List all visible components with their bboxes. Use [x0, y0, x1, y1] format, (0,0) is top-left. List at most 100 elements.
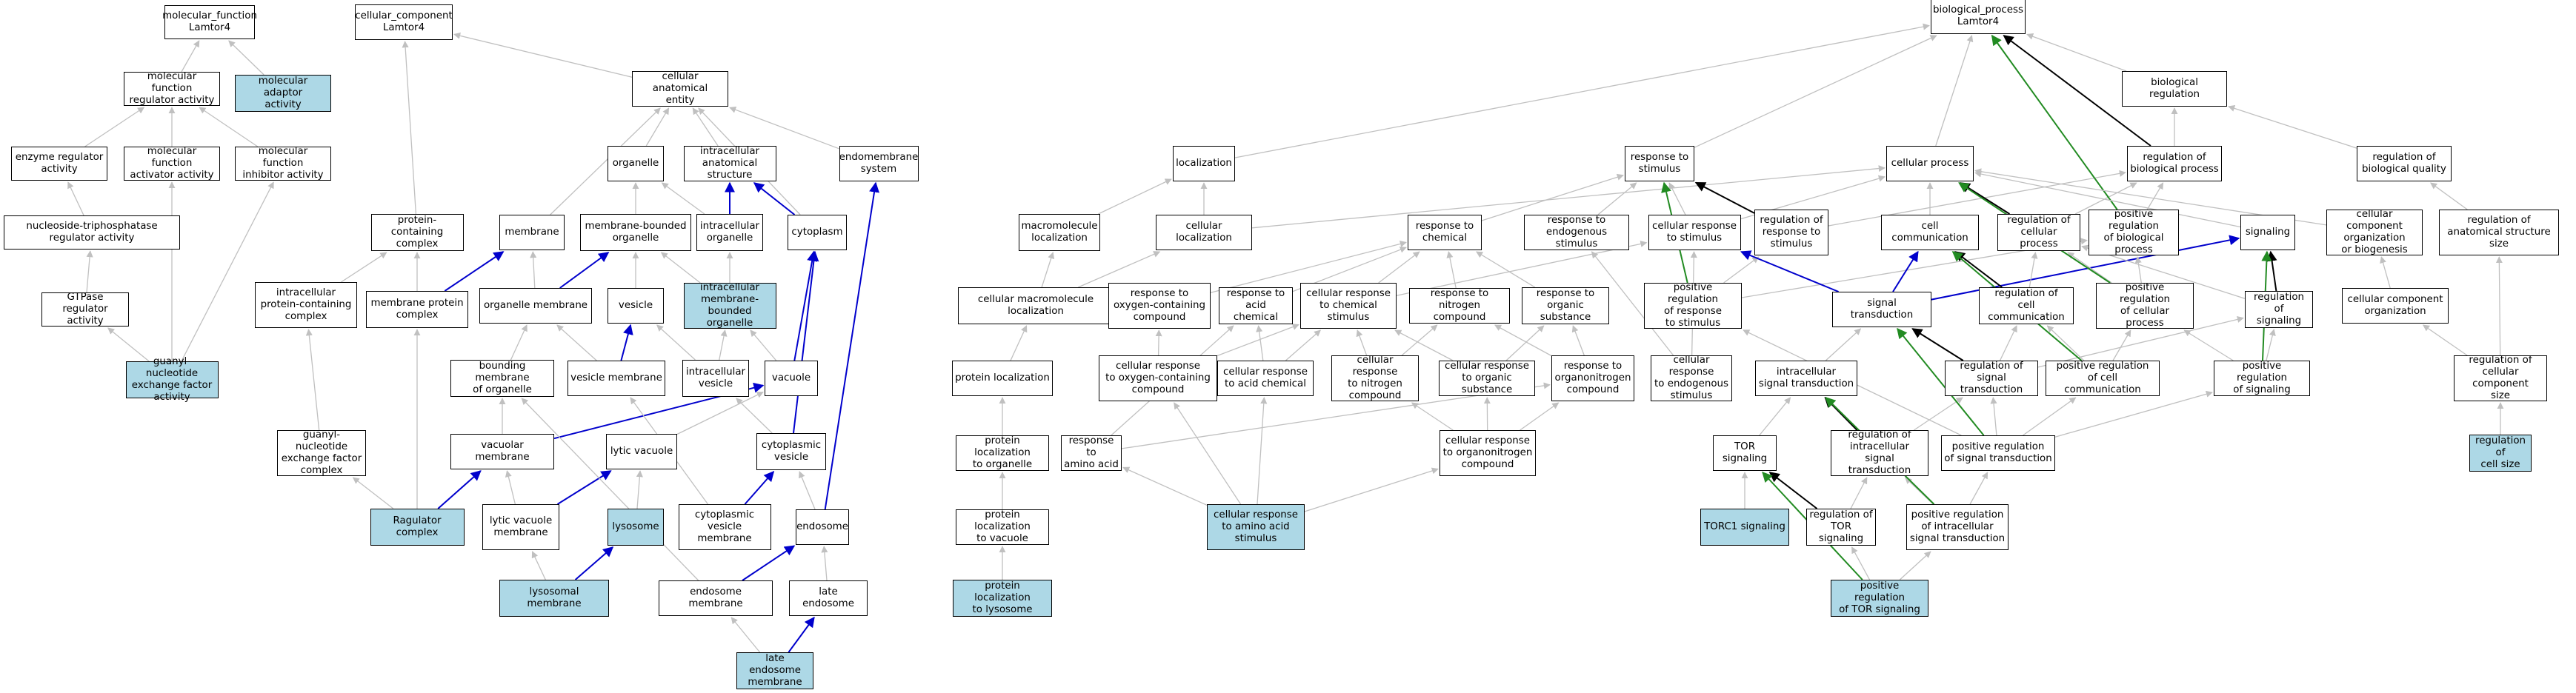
go-term-node: regulation of biological quality [2357, 146, 2452, 181]
go-term-node: cellular component organization or bioge… [2326, 209, 2423, 255]
edge-n54-n47 [1828, 170, 2126, 227]
go-term-node: cytoplasmic vesicle [756, 433, 826, 470]
edge-n78-n66 [1571, 325, 1585, 356]
edge-n11-n10 [453, 32, 633, 78]
go-term-node: TORC1 signaling [1700, 509, 1789, 546]
go-term-node: intracellular vesicle [682, 360, 749, 397]
edge-n81-n71 [2037, 315, 2244, 368]
edge-n29-n25 [656, 324, 696, 361]
edge-n74-n64 [1217, 324, 1299, 357]
go-term-node: molecular_function Lamtor4 [162, 5, 257, 39]
edge-n67-n54 [1723, 256, 1760, 284]
edge-n90-n68 [1897, 327, 1985, 436]
edge-n48-n43 [2228, 105, 2357, 149]
edge-n64-n51 [1378, 251, 1420, 284]
edge-n40-n37 [821, 546, 828, 581]
edge-n76-n64 [1356, 329, 1368, 356]
go-term-node: cellular macromolecule localization [958, 287, 1114, 324]
edge-n96-n90 [1969, 472, 1988, 505]
edge-n82-n70 [2112, 329, 2131, 361]
go-term-node: response to amino acid [1061, 435, 1122, 471]
go-term-node: regulation of cell communication [1979, 287, 2074, 324]
go-term-node: vacuolar membrane [450, 434, 554, 469]
edge-n52-n45 [1597, 182, 1637, 215]
edge-n26-n21 [660, 252, 701, 284]
go-term-node: cytoplasmic vesicle membrane [678, 504, 771, 550]
go-term-node: positive regulation of cellular process [2096, 282, 2194, 329]
go-term-node: cellular response to organonitrogen comp… [1440, 430, 1536, 476]
go-term-node: regulation of cell size [2469, 435, 2532, 472]
edge-n73-n61 [1010, 325, 1028, 361]
edge-n75-n64 [1285, 329, 1321, 361]
go-term-node: membrane protein complex [366, 291, 468, 328]
edge-n65-n51 [1446, 251, 1457, 289]
edge-n45-n42 [1694, 35, 1937, 148]
go-term-node: nucleoside-triphosphatase regulator acti… [4, 215, 180, 250]
edge-n50-n46 [1251, 165, 1886, 229]
go-term-node: lysosome [608, 509, 664, 546]
edge-n62-n51 [1210, 241, 1407, 293]
go-term-node: positive regulation of response to stimu… [1644, 282, 1742, 329]
edge-n81-n68 [1911, 328, 1964, 361]
edge-n54-n45 [1694, 181, 1755, 214]
edge-n81-n69 [1999, 325, 2017, 361]
go-term-node: regulation of signal transduction [1945, 361, 2038, 396]
edge-n33-n29 [736, 398, 773, 434]
edge-n70-n57 [2134, 256, 2142, 284]
go-term-node: enzyme regulator activity [11, 147, 107, 181]
go-term-node: response to chemical [1408, 215, 1482, 250]
go-term-node: membrane [499, 215, 565, 250]
go-term-node: guanyl-nucleotide exchange factor comple… [277, 429, 366, 476]
go-term-node: intracellular protein-containing complex [255, 282, 357, 328]
go-term-node: cellular response to organic substance [1439, 361, 1535, 396]
go-term-node: molecular function regulator activity [124, 71, 220, 106]
go-term-node: cellular response to stimulus [1648, 215, 1741, 250]
go-term-node: signal transduction [1832, 292, 1931, 327]
edge-n44-n42 [1234, 23, 1930, 158]
go-term-node: response to endogenous stimulus [1524, 215, 1629, 250]
edge-n32-n30 [676, 392, 764, 435]
go-term-node: positive regulation of TOR signaling [1831, 580, 1928, 617]
go-term-node: response to acid chemical [1219, 287, 1293, 324]
edge-n3-n1 [228, 40, 264, 76]
go-term-node: TOR signaling [1713, 435, 1777, 471]
go-term-node: cellular response to oxygen-containing c… [1099, 355, 1217, 401]
go-term-node: positive regulation of signal transducti… [1941, 435, 2055, 471]
edge-n93-n74 [1174, 402, 1242, 505]
edge-n35-n32 [636, 470, 643, 509]
go-term-node: GTPase regulator activity [41, 292, 129, 327]
edge-n9-n8 [107, 327, 150, 362]
edge-n87-n76 [1411, 402, 1454, 431]
edge-n98-n95 [1851, 546, 1871, 580]
go-term-node: regulation of intracellular signal trans… [1831, 429, 1928, 476]
go-term-node: cellular response to amino acid stimulus [1207, 504, 1305, 550]
edge-n84-n60 [2495, 256, 2503, 356]
edge-n15-n13 [305, 329, 320, 431]
edge-n66-n51 [1476, 251, 1536, 288]
edge-n77-n66 [1505, 325, 1545, 361]
edge-n49-n44 [1098, 178, 1172, 215]
edge-n90-n81 [1990, 397, 1997, 436]
edge-n34-n31 [505, 470, 516, 505]
edge-n57-n42 [1991, 34, 2118, 210]
edge-n24-n17 [530, 251, 537, 289]
edge-n72-n59 [2380, 256, 2391, 289]
edge-n90-n83 [2054, 390, 2213, 438]
edge-n13-n12 [341, 252, 387, 283]
go-term-node: response to nitrogen compound [1409, 288, 1510, 324]
edge-n16-n15 [352, 477, 394, 509]
go-term-node: cellular response to endogenous stimulus [1651, 355, 1732, 401]
go-term-node: response to organonitrogen compound [1551, 355, 1634, 401]
go-term-node: endosome membrane [659, 580, 773, 616]
go-term-node: localization [1173, 146, 1235, 181]
edge-n29-n26 [719, 329, 728, 361]
edge-n23-n19 [753, 182, 796, 215]
go-term-node: organelle membrane [479, 288, 592, 324]
go-term-node: cellular response to nitrogen compound [1331, 355, 1419, 401]
edge-n68-n53 [1740, 250, 1839, 292]
go-term-node: response to organic substance [1522, 287, 1609, 324]
edge-n8-n7 [86, 250, 93, 293]
go-term-node: endomembrane system [839, 146, 919, 181]
edge-n61-n50 [1078, 251, 1161, 288]
